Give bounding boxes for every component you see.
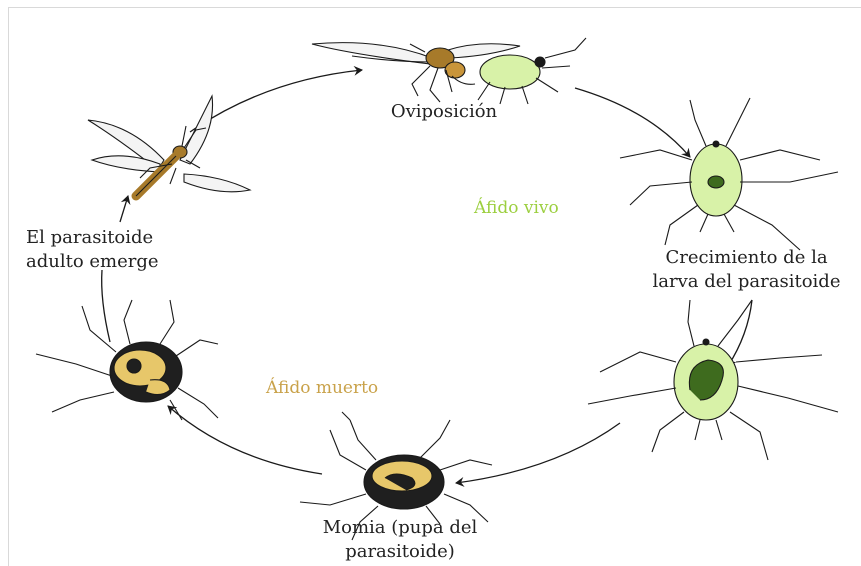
green-aphid-icon (620, 98, 838, 250)
larva-growth-label-line-1: Crecimiento de la (632, 246, 861, 270)
dead-aphid-label: Áfido muerto (266, 378, 378, 398)
arrow-wasp-to-oviposition (190, 70, 362, 132)
arrow-emerged-to-adult (102, 270, 110, 342)
live-aphid-label: Áfido vivo (474, 198, 559, 218)
mummy-with-exit-hole-icon (36, 300, 218, 420)
adult-emerges-label-line-2: adulto emerge (26, 250, 159, 274)
adult-emerges-label-line-1: El parasitoide (26, 226, 159, 250)
larva-growth-label-line-2: larva del parasitoide (632, 270, 861, 294)
arrow-larva-to-late-larva (728, 300, 752, 366)
green-aphid-with-larva-icon (588, 300, 838, 460)
arrow-oviposition-to-larva (575, 88, 690, 157)
mummy-label: Momia (pupa del parasitoide) (300, 516, 500, 564)
oviposition-label: Oviposición (364, 100, 524, 124)
larva-growth-label: Crecimiento de la larva del parasitoide (632, 246, 861, 294)
mummy-label-line-2: parasitoide) (300, 540, 500, 564)
adult-emerges-label: El parasitoide adulto emerge (26, 226, 159, 274)
arrow-late-larva-to-mummy (456, 423, 620, 483)
arrow-mummy-to-emerged (168, 406, 322, 474)
arrow-label-to-wasp (120, 196, 128, 222)
mummy-label-line-1: Momia (pupa del (300, 516, 500, 540)
